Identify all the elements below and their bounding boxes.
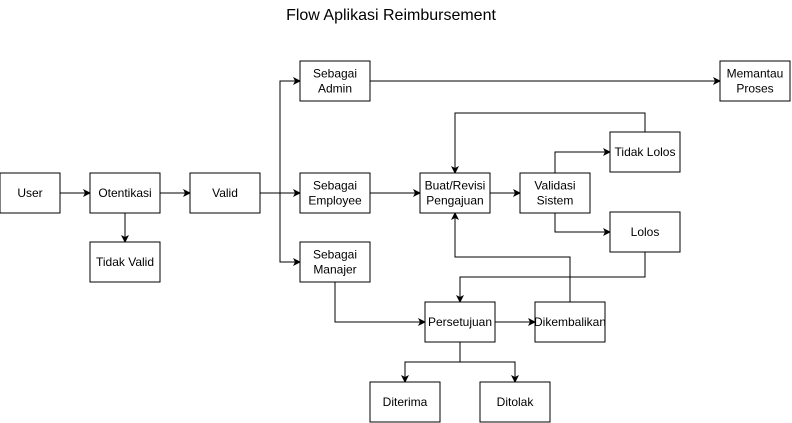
node-box-admin	[299, 60, 371, 102]
node-tidak-lolos: Tidak Lolos	[609, 131, 681, 173]
edge-validasi-to-tidak-lolos	[554, 148, 611, 173]
node-label-validasi: Validasi	[534, 179, 575, 193]
node-box-validasi	[519, 172, 591, 214]
node-box-user	[0, 172, 61, 214]
node-label-admin: Sebagai	[313, 67, 357, 81]
node-label-buat-revisi: Buat/Revisi	[425, 179, 486, 193]
edge-lolos-to-persetujuan	[456, 252, 646, 303]
node-box-ditolak	[479, 381, 551, 423]
edge-manajer-to-persetujuan	[334, 282, 426, 326]
node-label-buat-revisi: Pengajuan	[426, 194, 483, 208]
node-label-lolos: Lolos	[631, 225, 660, 239]
node-dikembalikan: Dikembalikan	[534, 301, 606, 343]
node-user: User	[0, 172, 61, 214]
edge-dikembalikan-to-buat-revisi	[451, 212, 571, 302]
edge-valid-to-manajer	[260, 192, 301, 266]
node-label-diterima: Diterima	[383, 395, 428, 409]
edge-validasi-to-lolos	[554, 213, 611, 236]
node-label-tidak-lolos: Tidak Lolos	[615, 145, 676, 159]
edge-persetujuan-to-diterima	[401, 342, 461, 383]
edges-layer	[60, 77, 721, 383]
node-box-memantau	[719, 60, 791, 102]
node-label-manajer: Manajer	[313, 263, 356, 277]
node-box-lolos	[609, 211, 681, 253]
node-label-dikembalikan: Dikembalikan	[534, 315, 606, 329]
node-label-valid: Valid	[212, 186, 238, 200]
node-box-employee	[299, 172, 371, 214]
node-box-buat-revisi	[419, 172, 491, 214]
edge-persetujuan-to-ditolak	[459, 342, 519, 383]
node-box-manajer	[299, 241, 371, 283]
node-label-employee: Employee	[308, 194, 362, 208]
node-label-memantau: Memantau	[727, 67, 784, 81]
node-box-otentikasi	[89, 172, 161, 214]
diagram-title: Flow Aplikasi Reimbursement	[286, 7, 496, 24]
node-label-admin: Admin	[318, 82, 352, 96]
node-lolos: Lolos	[609, 211, 681, 253]
edge-valid-to-admin	[260, 77, 301, 194]
node-persetujuan: Persetujuan	[424, 301, 496, 343]
node-label-memantau: Proses	[736, 82, 773, 96]
node-box-tidak-valid	[89, 241, 161, 283]
node-box-valid	[189, 172, 261, 214]
node-label-otentikasi: Otentikasi	[98, 186, 151, 200]
node-box-tidak-lolos	[609, 131, 681, 173]
node-label-employee: Sebagai	[313, 179, 357, 193]
node-label-validasi: Sistem	[537, 194, 574, 208]
node-label-ditolak: Ditolak	[497, 395, 535, 409]
edge-tidak-lolos-to-buat-revisi	[451, 112, 646, 174]
node-otentikasi: Otentikasi	[89, 172, 161, 214]
node-diterima: Diterima	[369, 381, 441, 423]
node-label-tidak-valid: Tidak Valid	[96, 255, 154, 269]
node-label-user: User	[17, 186, 42, 200]
node-box-dikembalikan	[534, 301, 606, 343]
node-box-diterima	[369, 381, 441, 423]
node-label-manajer: Sebagai	[313, 248, 357, 262]
node-label-persetujuan: Persetujuan	[428, 315, 492, 329]
node-tidak-valid: Tidak Valid	[89, 241, 161, 283]
node-box-persetujuan	[424, 301, 496, 343]
node-ditolak: Ditolak	[479, 381, 551, 423]
node-valid: Valid	[189, 172, 261, 214]
